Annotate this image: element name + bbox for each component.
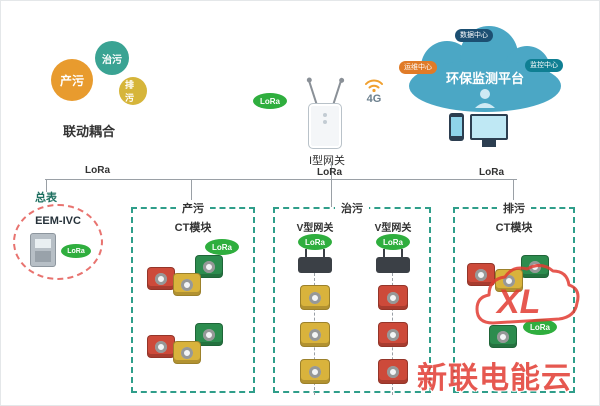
gears-caption: 联动耦合	[63, 124, 116, 139]
signal-arc	[368, 84, 380, 89]
vgateway-column-left: V型网关 LoRa	[283, 219, 347, 395]
indicator-dot	[323, 120, 327, 124]
cloud-platform: 环保监测平台 数据中心 运维中心 监控中心	[397, 23, 573, 119]
meter-caption: 总表	[35, 192, 57, 204]
ct-module-red	[147, 335, 175, 358]
vgateway-device	[376, 249, 410, 273]
ct-module-red	[378, 285, 408, 310]
lora-badge-meter: LoRa	[61, 244, 91, 258]
antenna-icon	[332, 81, 342, 105]
box-paiwu-title: 排污	[497, 200, 531, 216]
vgateway-device	[298, 249, 332, 273]
phone-icon	[449, 113, 464, 141]
box-chanwu: 产污 CT模块 LoRa	[131, 200, 255, 393]
bus-lora-label-left: LoRa	[85, 165, 110, 176]
connector-paiwu	[513, 179, 514, 206]
ct-module-yellow	[300, 285, 330, 310]
ct-module-green	[195, 323, 223, 346]
ct-module-green	[195, 255, 223, 278]
cloud-title: 环保监测平台	[446, 71, 524, 86]
ct-module-yellow	[300, 359, 330, 384]
antenna-icon	[308, 81, 318, 105]
cloud-badge-monitor: 监控中心	[525, 59, 563, 72]
bus-lora-label-right: LoRa	[479, 167, 504, 178]
user-icon	[475, 89, 495, 108]
gear-chanwu-label: 产污	[59, 73, 84, 88]
ct-module-red	[378, 359, 408, 384]
box-zhiwu: 治污 V型网关 LoRa V型网关 LoRa	[273, 200, 431, 395]
vgateway-column-right: V型网关 LoRa	[361, 219, 425, 395]
signal-dot	[372, 88, 376, 93]
ct-module-yellow	[173, 341, 201, 364]
bus-lora-label-center: LoRa	[317, 167, 342, 178]
ct-module-red	[378, 322, 408, 347]
4g-label: 4G	[367, 93, 382, 105]
box-paiwu-module-label: CT模块	[495, 222, 533, 234]
ct-module-red	[467, 263, 495, 286]
ct-module-green	[521, 255, 549, 278]
signal-arc	[365, 79, 383, 85]
gear-zhiwu-label: 治污	[102, 54, 122, 66]
meter-model-label: EEM-IVC	[35, 215, 81, 227]
lora-badge-chanwu: LoRa	[205, 239, 239, 255]
4g-signal-icon: 4G	[359, 73, 389, 110]
indicator-dot	[323, 113, 327, 117]
gear-zhiwu: 治污	[95, 41, 129, 75]
main-meter-group: EEM-IVC LoRa	[13, 204, 103, 280]
vgateway-right-label: V型网关	[374, 223, 412, 234]
cloud-badge-ops: 运维中心	[399, 61, 437, 74]
gear-chanwu: 产污	[51, 59, 93, 101]
box-paiwu: 排污 CT模块 LoRa	[453, 200, 575, 393]
bus-line	[45, 179, 517, 180]
ct-module-yellow	[173, 273, 201, 296]
gateway-body	[308, 103, 342, 149]
lora-badge-paiwu: LoRa	[523, 319, 557, 335]
ct-module-red	[147, 267, 175, 290]
gateway-label: I型网关	[308, 155, 346, 167]
monitor-screen	[472, 116, 506, 138]
vgateway-left-label: V型网关	[296, 223, 334, 234]
lora-badge-gateway: LoRa	[253, 93, 287, 109]
gateway-device	[303, 79, 347, 149]
gear-paiwu: 排污	[119, 77, 147, 105]
box-chanwu-title: 产污	[176, 200, 210, 216]
ct-module-yellow	[495, 269, 523, 292]
ct-module-yellow	[300, 322, 330, 347]
connector-meter	[46, 179, 47, 192]
box-zhiwu-title: 治污	[335, 200, 369, 216]
cloud-badge-datacenter: 数据中心	[455, 29, 493, 42]
connector-chanwu	[191, 179, 192, 206]
ct-module-green	[489, 325, 517, 348]
lora-badge-vgw-right: LoRa	[376, 234, 410, 250]
gear-paiwu-label: 排污	[125, 80, 135, 103]
monitor-icon	[470, 114, 508, 140]
connector-gateway	[331, 163, 332, 207]
lora-badge-vgw-left: LoRa	[298, 234, 332, 250]
box-chanwu-module-label: CT模块	[174, 222, 212, 234]
meter-icon	[30, 233, 56, 267]
